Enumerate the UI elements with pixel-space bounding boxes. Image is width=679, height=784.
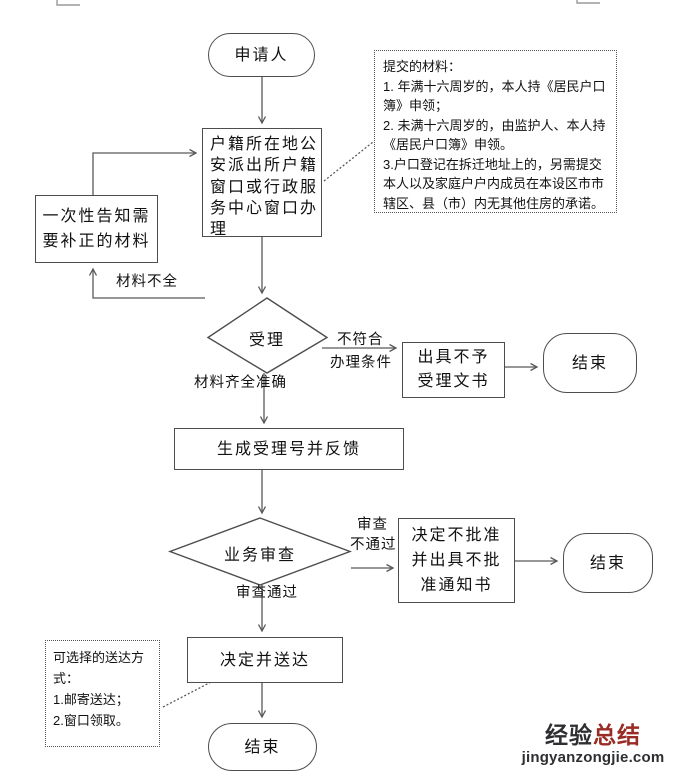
cropped-fragment-right [576,0,600,4]
edge-label-review-2: 不通过 [350,537,397,553]
edge-notify-to-window [92,148,198,195]
note-link-materials [323,141,374,182]
node-end-2: 结束 [563,533,653,593]
note-delivery: 可选择的送达方式： 1.邮寄送达； 2.窗口领取。 [45,640,160,747]
node-disapprove-label: 决定不批准 并出具不批 准通知书 [411,527,502,594]
watermark-brand-part1: 经验 [545,722,593,748]
node-apply-window-label: 户籍所在地公安派出所户籍窗口或行政服务中心窗口办理 [210,136,319,239]
note-materials-title: 提交的材料： [383,59,462,74]
node-notify-correction: 一次性告知需要补正的材料 [35,195,158,263]
edge-label-not-qualified-2: 办理条件 [330,355,392,371]
node-start-label: 申请人 [234,46,289,64]
edge-label-not-qualified-1: 不符合 [337,332,384,348]
node-start: 申请人 [208,33,315,77]
node-apply-window: 户籍所在地公安派出所户籍窗口或行政服务中心窗口办理 [202,128,322,239]
node-disapprove: 决定不批准 并出具不批 准通知书 [398,518,515,603]
node-generate-number: 生成受理号并反馈 [174,428,404,470]
note-materials-line-3: 3.户口登记在拆迁地址上的，另需提交本人以及家庭户户内成员在本设区市市辖区、县（… [383,156,605,211]
note-materials-line-2: 2. 未满十六周岁的，由监护人、本人持《居民户口簿》申领。 [383,117,606,153]
note-link-delivery [162,680,214,708]
watermark-brand: 经验总结 [518,724,668,747]
node-end-2-label: 结束 [589,554,626,572]
cropped-fragment-left [56,0,80,6]
node-reject-doc: 出具不予 受理文书 [402,342,505,398]
note-delivery-line-1: 1.邮寄送达； [53,692,129,707]
node-decide-deliver: 决定并送达 [187,637,343,683]
node-decide-deliver-label: 决定并送达 [219,651,310,669]
note-materials: 提交的材料： 1. 年满十六周岁的，本人持《居民户口簿》申领； 2. 未满十六周… [374,50,617,213]
edge-label-review-1: 审查 [357,517,388,533]
watermark: 经验总结 jingyanzongjie.com [518,724,668,766]
decision-review-shape [167,517,353,586]
edge-label-materials-complete: 材料齐全准确 [194,375,287,391]
node-notify-correction-label: 一次性告知需要补正的材料 [42,208,151,250]
edge-label-materials-incomplete: 材料不全 [116,274,178,290]
decision-accept-shape [206,297,329,374]
watermark-brand-part2: 总结 [593,722,641,748]
edge-accept-to-notify [88,267,205,299]
edge-label-review-pass: 审查通过 [236,585,298,601]
note-delivery-title: 可选择的送达方式： [53,650,145,686]
node-end-3-label: 结束 [244,738,281,756]
watermark-domain: jingyanzongjie.com [521,749,665,766]
node-end-1: 结束 [543,333,637,393]
node-end-3: 结束 [208,723,317,771]
note-materials-line-1: 1. 年满十六周岁的，本人持《居民户口簿》申领； [383,78,606,114]
node-reject-doc-label: 出具不予 受理文书 [417,349,490,390]
node-generate-number-label: 生成受理号并反馈 [216,440,361,458]
note-delivery-line-2: 2.窗口领取。 [53,713,129,728]
node-end-1-label: 结束 [571,354,608,372]
